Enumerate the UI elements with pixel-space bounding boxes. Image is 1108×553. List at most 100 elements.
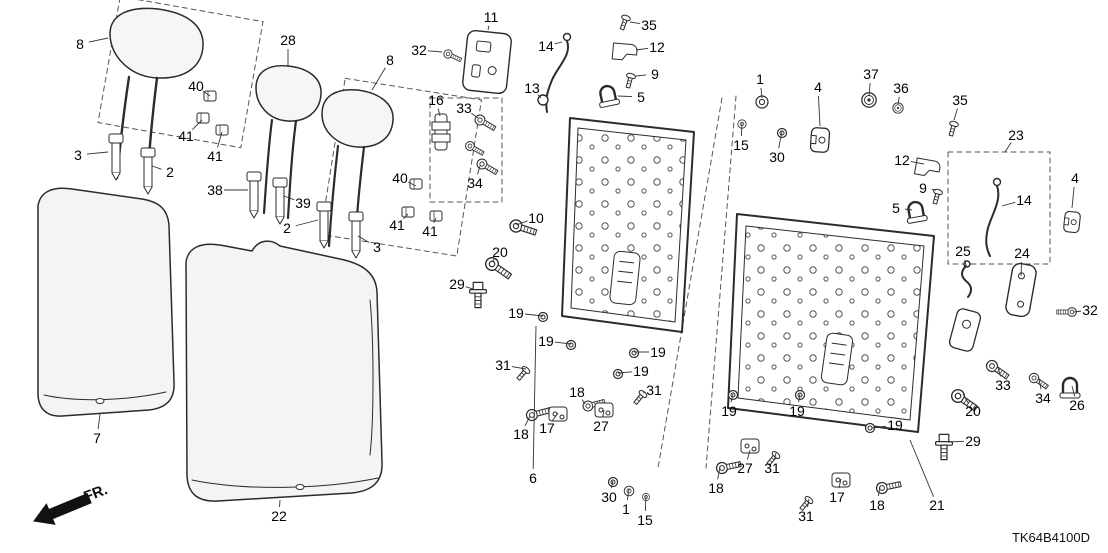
leader-line-40	[203, 90, 211, 97]
part-nut-19-c	[628, 347, 640, 359]
callout-9: 9	[651, 66, 659, 82]
callout-34: 34	[1035, 390, 1051, 406]
callout-35: 35	[641, 17, 657, 33]
callout-31: 31	[646, 382, 662, 398]
leader-line-41	[192, 119, 203, 130]
leader-line-12	[635, 47, 649, 51]
leader-line-3	[86, 151, 109, 155]
callout-41: 41	[422, 223, 438, 239]
callout-31: 31	[495, 357, 511, 373]
leader-line-31	[511, 366, 527, 370]
part-lock-knob-4-left	[809, 126, 831, 154]
callout-29: 29	[965, 433, 981, 449]
callout-2: 2	[166, 164, 174, 180]
callout-12: 12	[649, 39, 665, 55]
part-bracket-17-left	[548, 406, 568, 422]
seat-frame-right	[727, 213, 935, 433]
leader-line-21	[909, 439, 934, 497]
leader-line-40	[407, 181, 417, 187]
callout-41: 41	[207, 148, 223, 164]
callout-28: 28	[280, 32, 296, 48]
callout-1: 1	[622, 501, 630, 517]
leader-line-3	[357, 235, 370, 243]
callout-35: 35	[952, 92, 968, 108]
seat-back-right	[185, 240, 383, 502]
part-bracket-12-left	[611, 42, 638, 61]
leader-line-19	[617, 371, 633, 374]
dashed-box-hinge-16	[429, 97, 503, 203]
part-clip-41-right-a	[401, 206, 415, 218]
part-guide-2-left	[140, 147, 156, 195]
leader-line-17	[551, 412, 559, 422]
callout-12: 12	[894, 152, 910, 168]
leader-line-35	[953, 108, 958, 121]
leader-line-4	[818, 95, 821, 127]
callout-15: 15	[637, 512, 653, 528]
leader-line-1	[626, 488, 630, 501]
leader-line-2	[295, 219, 319, 227]
part-bracket-12-right	[913, 157, 941, 177]
callout-24: 24	[1014, 245, 1030, 261]
leader-line-9	[931, 188, 937, 191]
part-plate-11	[462, 29, 512, 95]
callout-37: 37	[863, 66, 879, 82]
callout-19: 19	[538, 333, 554, 349]
leader-line-14	[554, 41, 563, 45]
leader-line-15	[644, 494, 647, 512]
leader-line-32	[1073, 310, 1082, 313]
diagram-code: TK64B4100D	[1012, 530, 1090, 545]
leader-line-16	[437, 108, 441, 117]
callout-6: 6	[529, 470, 537, 486]
leader-line-6	[532, 325, 537, 470]
callout-41: 41	[178, 128, 194, 144]
callout-19: 19	[650, 344, 666, 360]
part-striker-5-right	[903, 199, 929, 225]
callout-22: 22	[271, 508, 287, 524]
part-striker-26	[1058, 376, 1082, 400]
part-latch-assembly	[948, 308, 982, 352]
part-flangebolt-29-right	[934, 433, 954, 461]
part-screw-9-left	[623, 71, 637, 90]
dashed-box-headrest-right	[319, 77, 482, 257]
leader-line-8	[371, 67, 386, 91]
leader-line-19	[871, 425, 887, 429]
part-rod-14-right	[985, 177, 1002, 257]
callout-27: 27	[593, 418, 609, 434]
leader-line-35	[629, 21, 641, 25]
callout-19: 19	[633, 363, 649, 379]
seat-frame-left	[561, 117, 695, 333]
callout-19: 19	[508, 305, 524, 321]
leader-line-31	[807, 498, 810, 508]
part-nut-19-b	[565, 339, 577, 351]
callout-29: 29	[449, 276, 465, 292]
callout-39: 39	[295, 195, 311, 211]
leader-line-18	[717, 466, 721, 480]
callout-26: 26	[1069, 397, 1085, 413]
leader-line-19	[798, 393, 801, 403]
headrest-middle	[255, 64, 322, 220]
seat-back-left	[37, 187, 175, 417]
callout-25: 25	[955, 243, 971, 259]
callout-20: 20	[492, 244, 508, 260]
leader-line-14	[1001, 201, 1016, 207]
callout-36: 36	[893, 80, 909, 96]
leader-line-20	[491, 258, 495, 263]
callout-30: 30	[601, 489, 617, 505]
leader-line-41	[403, 213, 409, 219]
leader-line-23	[1004, 142, 1012, 153]
part-grommet-36	[892, 102, 904, 114]
part-plate-24	[1005, 262, 1037, 318]
headrest-right	[321, 88, 394, 248]
leader-line-8	[88, 37, 109, 43]
leader-line-39	[283, 195, 295, 201]
callout-16: 16	[428, 92, 444, 108]
callout-18: 18	[708, 480, 724, 496]
leader-line-24	[1020, 261, 1023, 277]
callout-15: 15	[733, 137, 749, 153]
part-screw-35-right	[946, 119, 960, 138]
leader-line-4	[1071, 186, 1075, 209]
dashed-line-center-b	[705, 95, 737, 469]
diagram-art	[37, 0, 1082, 513]
leader-line-30	[610, 480, 614, 489]
